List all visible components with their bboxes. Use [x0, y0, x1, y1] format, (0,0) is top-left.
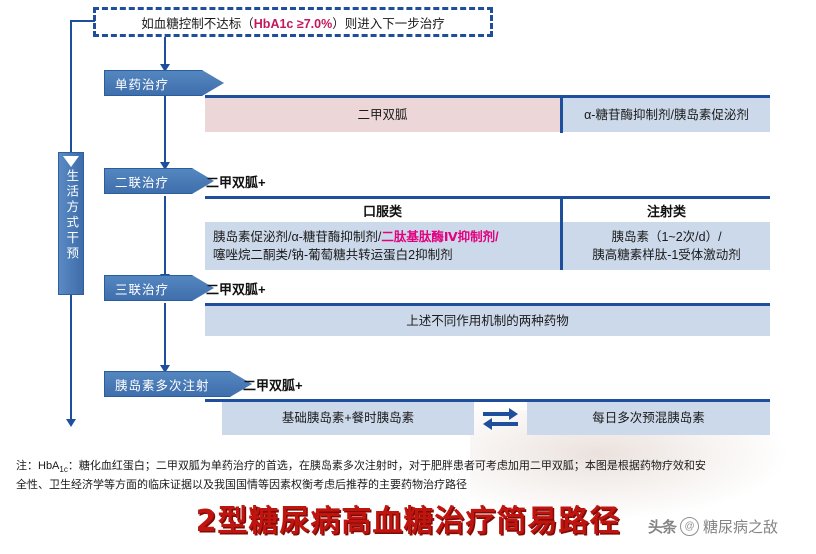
double-arrow-bar-left: [492, 421, 518, 426]
lifestyle-intervention-bar: 生活方式干预: [58, 152, 84, 295]
page-title: 2型糖尿病高血糖治疗简易路径: [195, 504, 621, 539]
footnote-line-1: 注：HbA1c：糖化血红蛋白；二甲双胍为单药治疗的首选，在胰岛素多次注射时，对于…: [16, 460, 706, 475]
double-arrow-icon: [483, 407, 518, 430]
stage-label-insulin-injection: 胰岛素多次注射: [115, 378, 210, 393]
stage-rule-triple-therapy: [205, 303, 770, 306]
double-arrow-head-right: [509, 407, 518, 420]
lifestyle-arrow-head-icon: [66, 419, 76, 427]
cell-text-oral-drugs: 胰岛素促泌剂/α-糖苷酶抑制剂/二肽基肽酶Ⅳ抑制剂/ 噻唑烷二酮类/钠-葡萄糖共转…: [213, 228, 499, 264]
condition-prefix: 如血糖控制不达标（: [141, 16, 254, 31]
cell-dual-injection-drugs: 胰岛素（1~2次/d）/ 胰高糖素样肽-1受体激动剂: [563, 222, 770, 270]
footnote: 注：HbA1c：糖化血红蛋白；二甲双胍为单药治疗的首选，在胰岛素多次注射时，对于…: [16, 458, 802, 494]
spine-segment-1: [164, 96, 166, 164]
column-title-oral: 口服类: [362, 204, 402, 219]
loop-connector-left: [70, 20, 72, 154]
stage-banner-triple-therapy[interactable]: 三联治疗: [104, 275, 214, 301]
stage-rule-dual-therapy: [205, 196, 770, 199]
spine-segment-2: [164, 196, 166, 276]
stage-banner-monotherapy[interactable]: 单药治疗: [104, 70, 224, 96]
watermark-logo: 头条: [648, 518, 677, 536]
footnote-line1-rest: ：糖化血红蛋白；二甲双胍为单药治疗的首选，在胰岛素多次注射时，对于肥胖患者可考虑…: [67, 460, 706, 472]
stage-rule-insulin-injection: [205, 399, 770, 402]
cell-triple-two-drugs: 上述不同作用机制的两种药物: [205, 306, 770, 336]
plus-label-dual-therapy: 二甲双胍+: [206, 175, 266, 190]
stage-rule-monotherapy: [205, 95, 770, 98]
condition-suffix: ）则进入下一步治疗: [332, 16, 445, 31]
stage-label-monotherapy: 单药治疗: [115, 77, 170, 92]
column-title-injection: 注射类: [646, 204, 686, 219]
double-arrow-row-right: [483, 407, 518, 420]
plus-label-insulin-injection: 二甲双胍+: [243, 378, 303, 393]
oral-line1-highlight: 二肽基肽酶Ⅳ抑制剂: [381, 229, 496, 244]
lifestyle-arrow-shaft: [70, 295, 72, 421]
condition-text: 如血糖控制不达标（HbA1c ≥7.0%）则进入下一步治疗: [141, 13, 444, 32]
inject-line1: 胰岛素（1~2次/d）/: [611, 229, 722, 244]
spine-arrow-3-icon: [160, 365, 170, 373]
watermark: 头条 @ 糖尿病之敌: [648, 508, 816, 544]
cell-monotherapy-alternatives: α-糖苷酶抑制剂/胰岛素促泌剂: [563, 98, 770, 132]
spine-segment-3: [164, 303, 166, 367]
double-arrow-bar-right: [483, 411, 509, 416]
double-arrow-row-left: [483, 417, 518, 430]
cell-text-premixed-insulin: 每日多次预混胰岛素: [592, 411, 705, 426]
stage-label-triple-therapy: 三联治疗: [115, 282, 170, 297]
inject-line2: 胰高糖素样肽-1受体激动剂: [592, 248, 741, 262]
oral-line1-part-a: 胰岛素促泌剂/α-糖苷酶抑制剂/: [213, 229, 382, 244]
spine-arrow-0-icon: [160, 64, 170, 72]
footnote-subscript: 1c: [59, 465, 68, 475]
divider-monotherapy: [560, 95, 563, 133]
cell-text-two-drugs: 上述不同作用机制的两种药物: [406, 313, 569, 328]
lifestyle-intervention-label: 生活方式干预: [64, 169, 79, 262]
cell-text-alternatives: α-糖苷酶抑制剂/胰岛素促泌剂: [584, 107, 749, 122]
cell-dual-oral-drugs: 胰岛素促泌剂/α-糖苷酶抑制剂/二肽基肽酶Ⅳ抑制剂/ 噻唑烷二酮类/钠-葡萄糖共转…: [205, 222, 560, 270]
cell-text-basal-bolus: 基础胰岛素+餐时胰岛素: [281, 411, 415, 426]
loop-connector-top: [71, 20, 95, 22]
cell-premixed-insulin: 每日多次预混胰岛素: [527, 402, 770, 435]
cell-text-metformin: 二甲双胍: [357, 107, 408, 122]
spine-arrow-1-icon: [160, 162, 170, 170]
oral-line2: 噻唑烷二酮类/钠-葡萄糖共转运蛋白2抑制剂: [213, 248, 453, 262]
cell-text-injection-drugs: 胰岛素（1~2次/d）/ 胰高糖素样肽-1受体激动剂: [592, 228, 741, 264]
stage-banner-dual-therapy[interactable]: 二联治疗: [104, 168, 214, 194]
cell-basal-plus-bolus-insulin: 基础胰岛素+餐时胰岛素: [222, 402, 474, 435]
footnote-prefix: 注：HbA: [16, 460, 60, 472]
condition-box: 如血糖控制不达标（HbA1c ≥7.0%）则进入下一步治疗: [93, 7, 493, 37]
condition-hba1c-value: HbA1c ≥7.0%: [253, 16, 333, 31]
stage-banner-insulin-injection[interactable]: 胰岛素多次注射: [104, 371, 252, 397]
plus-label-triple-therapy: 二甲双胍+: [206, 282, 266, 297]
divider-dual-therapy: [560, 196, 563, 270]
watermark-account-name: 糖尿病之敌: [703, 518, 779, 536]
spine-segment-0: [164, 37, 166, 66]
triangle-down-icon: [63, 156, 79, 167]
stage-label-dual-therapy: 二联治疗: [115, 175, 170, 190]
at-sign-icon: @: [680, 516, 700, 536]
cell-monotherapy-metformin: 二甲双胍: [205, 98, 560, 132]
footnote-line-2: 全性、卫生经济学等方面的临床证据以及我国国情等因素权衡考虑后推荐的主要药物治疗路…: [16, 478, 467, 491]
oral-line1-part-b: /: [495, 229, 499, 244]
double-arrow-head-left: [483, 417, 492, 430]
